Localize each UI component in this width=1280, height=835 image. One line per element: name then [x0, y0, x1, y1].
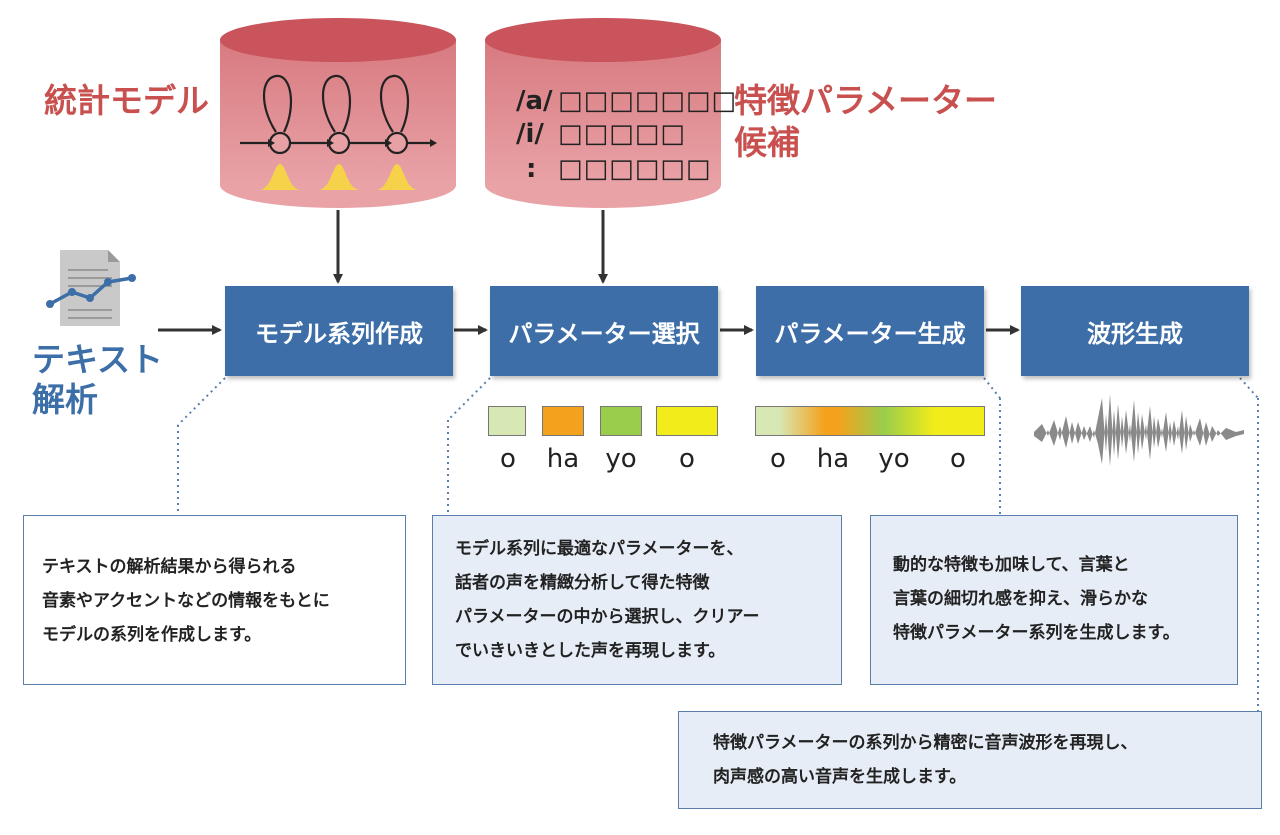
- phoneme-symbol: :: [526, 154, 537, 184]
- text-analysis-label-line: 解析: [32, 380, 98, 419]
- parameter-swatch: [488, 406, 526, 436]
- candidate-boxes: □□□□□: [558, 119, 686, 149]
- phoneme-symbol: /i/: [516, 119, 544, 149]
- syllable-label: ha: [546, 444, 580, 474]
- syllable-label: o: [770, 444, 786, 474]
- text-analysis-label: テキスト 解析: [32, 340, 163, 420]
- parameter-swatch: [600, 406, 642, 436]
- hmm-state-diagram-icon: [240, 74, 437, 190]
- syllable-label: yo: [605, 444, 637, 474]
- parameter-swatch: [542, 406, 584, 436]
- description-parameter-generation: 動的な特徴も加味して、言葉と 言葉の細切れ感を抑え、滑らかな 特徴パラメーター系…: [870, 515, 1238, 685]
- text-analysis-label-line: テキスト: [32, 340, 164, 379]
- description-line: でいきいきとした声を再現します。: [455, 641, 726, 661]
- feature-candidates-label-line: 特徴パラメーター: [734, 81, 998, 120]
- description-line: 音素やアクセントなどの情報をもとに: [42, 591, 330, 611]
- description-line: モデル系列に最適なパラメーターを、: [455, 539, 744, 559]
- description-line: 言葉の細切れ感を抑え、滑らかな: [893, 589, 1148, 609]
- callout-model: [177, 377, 226, 426]
- syllable-label: yo: [878, 444, 910, 474]
- description-parameter-selection: モデル系列に最適なパラメーターを、 話者の声を精緻分析して得た特徴 パラメーター…: [432, 515, 842, 685]
- statistical-model-database: [220, 18, 456, 208]
- syllable-label: o: [679, 444, 695, 474]
- description-line: 特徴パラメーター系列を生成します。: [893, 623, 1180, 643]
- phoneme-symbol: /a/: [516, 86, 553, 116]
- description-line: 肉声感の高い音声を生成します。: [713, 767, 967, 787]
- candidate-row: : □□□□□□: [516, 154, 711, 184]
- description-line: パラメーターの中から選択し、クリアー: [455, 607, 760, 627]
- description-model-sequence: テキストの解析結果から得られる 音素やアクセントなどの情報をもとに モデルの系列…: [23, 515, 406, 685]
- feature-candidates-label: 特徴パラメーター 候補: [734, 80, 997, 164]
- syllable-label: o: [500, 444, 516, 474]
- candidate-boxes: □□□□□□□: [558, 86, 737, 116]
- parameter-swatch: [656, 406, 718, 436]
- callout-waveform: [1239, 377, 1259, 399]
- document-chart-icon: [46, 250, 136, 326]
- smooth-parameter-bar: [755, 406, 985, 436]
- statistical-model-label: 統計モデル: [44, 81, 209, 120]
- candidate-row: /a/□□□□□□□: [516, 86, 737, 116]
- audio-waveform-icon: [1034, 394, 1244, 466]
- description-waveform-generation: 特徴パラメーターの系列から精密に音声波形を再現し、 肉声感の高い音声を生成します…: [678, 711, 1262, 809]
- syllable-label: ha: [816, 444, 850, 474]
- candidate-row: /i/ □□□□□: [516, 119, 686, 149]
- step-waveform-generation: 波形生成: [1021, 286, 1249, 376]
- step-parameter-selection: パラメーター選択: [490, 286, 718, 376]
- description-line: テキストの解析結果から得られる: [42, 557, 297, 577]
- syllable-label: o: [950, 444, 966, 474]
- feature-candidates-label-line: 候補: [734, 123, 800, 162]
- description-line: 話者の声を精緻分析して得た特徴: [455, 573, 710, 593]
- step-parameter-generation: パラメーター生成: [756, 286, 984, 376]
- candidate-boxes: □□□□□□: [558, 154, 712, 184]
- description-line: 動的な特徴も加味して、言葉と: [893, 555, 1130, 575]
- description-line: モデルの系列を作成します。: [42, 625, 262, 645]
- callout-generation: [983, 377, 1001, 399]
- description-line: 特徴パラメーターの系列から精密に音声波形を再現し、: [713, 733, 1138, 753]
- callout-selection: [447, 377, 491, 421]
- feature-parameter-database: [485, 18, 721, 208]
- step-model-sequence: モデル系列作成: [225, 286, 453, 376]
